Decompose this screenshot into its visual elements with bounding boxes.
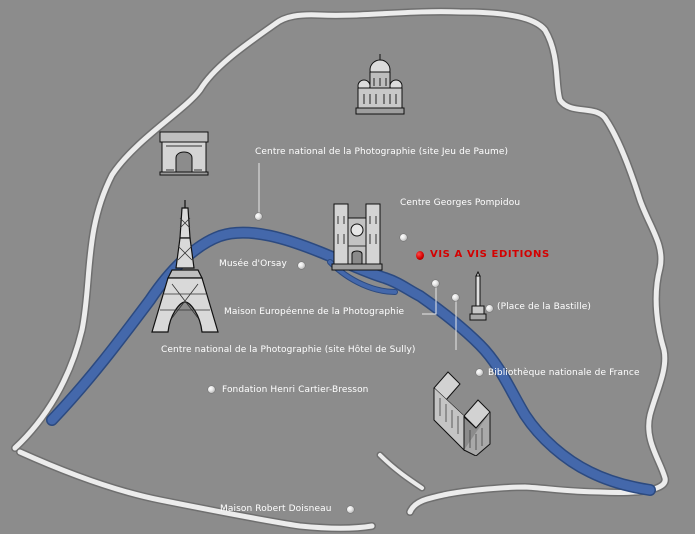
leader-lines xyxy=(258,163,457,350)
label-vis-a-vis-editions[interactable]: VIS A VIS EDITIONS xyxy=(430,249,550,260)
pin-bnf[interactable] xyxy=(476,369,483,376)
notre-dame-icon xyxy=(331,203,383,271)
bastille-column-icon xyxy=(469,270,487,321)
bibliotheque-nationale-icon xyxy=(433,371,491,456)
label-doisneau[interactable]: Maison Robert Doisneau xyxy=(220,504,332,514)
pin-vis-a-vis-editions[interactable] xyxy=(416,251,424,260)
eiffel-tower-icon xyxy=(151,200,219,333)
label-jeu-de-paume[interactable]: Centre national de la Photographie (site… xyxy=(255,147,509,157)
label-orsay[interactable]: Musée d'Orsay xyxy=(219,259,287,269)
pin-jeu-de-paume[interactable] xyxy=(255,213,262,220)
label-cartier-bresson[interactable]: Fondation Henri Cartier-Bresson xyxy=(222,385,369,395)
pin-orsay[interactable] xyxy=(298,262,305,269)
sacre-coeur-icon xyxy=(355,54,405,115)
label-pompidou[interactable]: Centre Georges Pompidou xyxy=(400,198,521,208)
pin-doisneau[interactable] xyxy=(347,506,354,513)
seine-river xyxy=(46,226,656,496)
label-bastille[interactable]: (Place de la Bastille) xyxy=(497,302,591,312)
pin-pompidou[interactable] xyxy=(400,234,407,241)
label-bnf[interactable]: Bibliothèque nationale de France xyxy=(488,368,640,378)
pin-cartier-bresson[interactable] xyxy=(208,386,215,393)
arc-de-triomphe-icon xyxy=(159,131,209,176)
label-hotel-de-sully[interactable]: Centre national de la Photographie (site… xyxy=(161,345,416,355)
pin-mep[interactable] xyxy=(432,280,439,287)
label-mep[interactable]: Maison Européenne de la Photographie xyxy=(224,307,405,317)
pin-hotel-de-sully[interactable] xyxy=(452,294,459,301)
pin-bastille[interactable] xyxy=(486,305,493,312)
